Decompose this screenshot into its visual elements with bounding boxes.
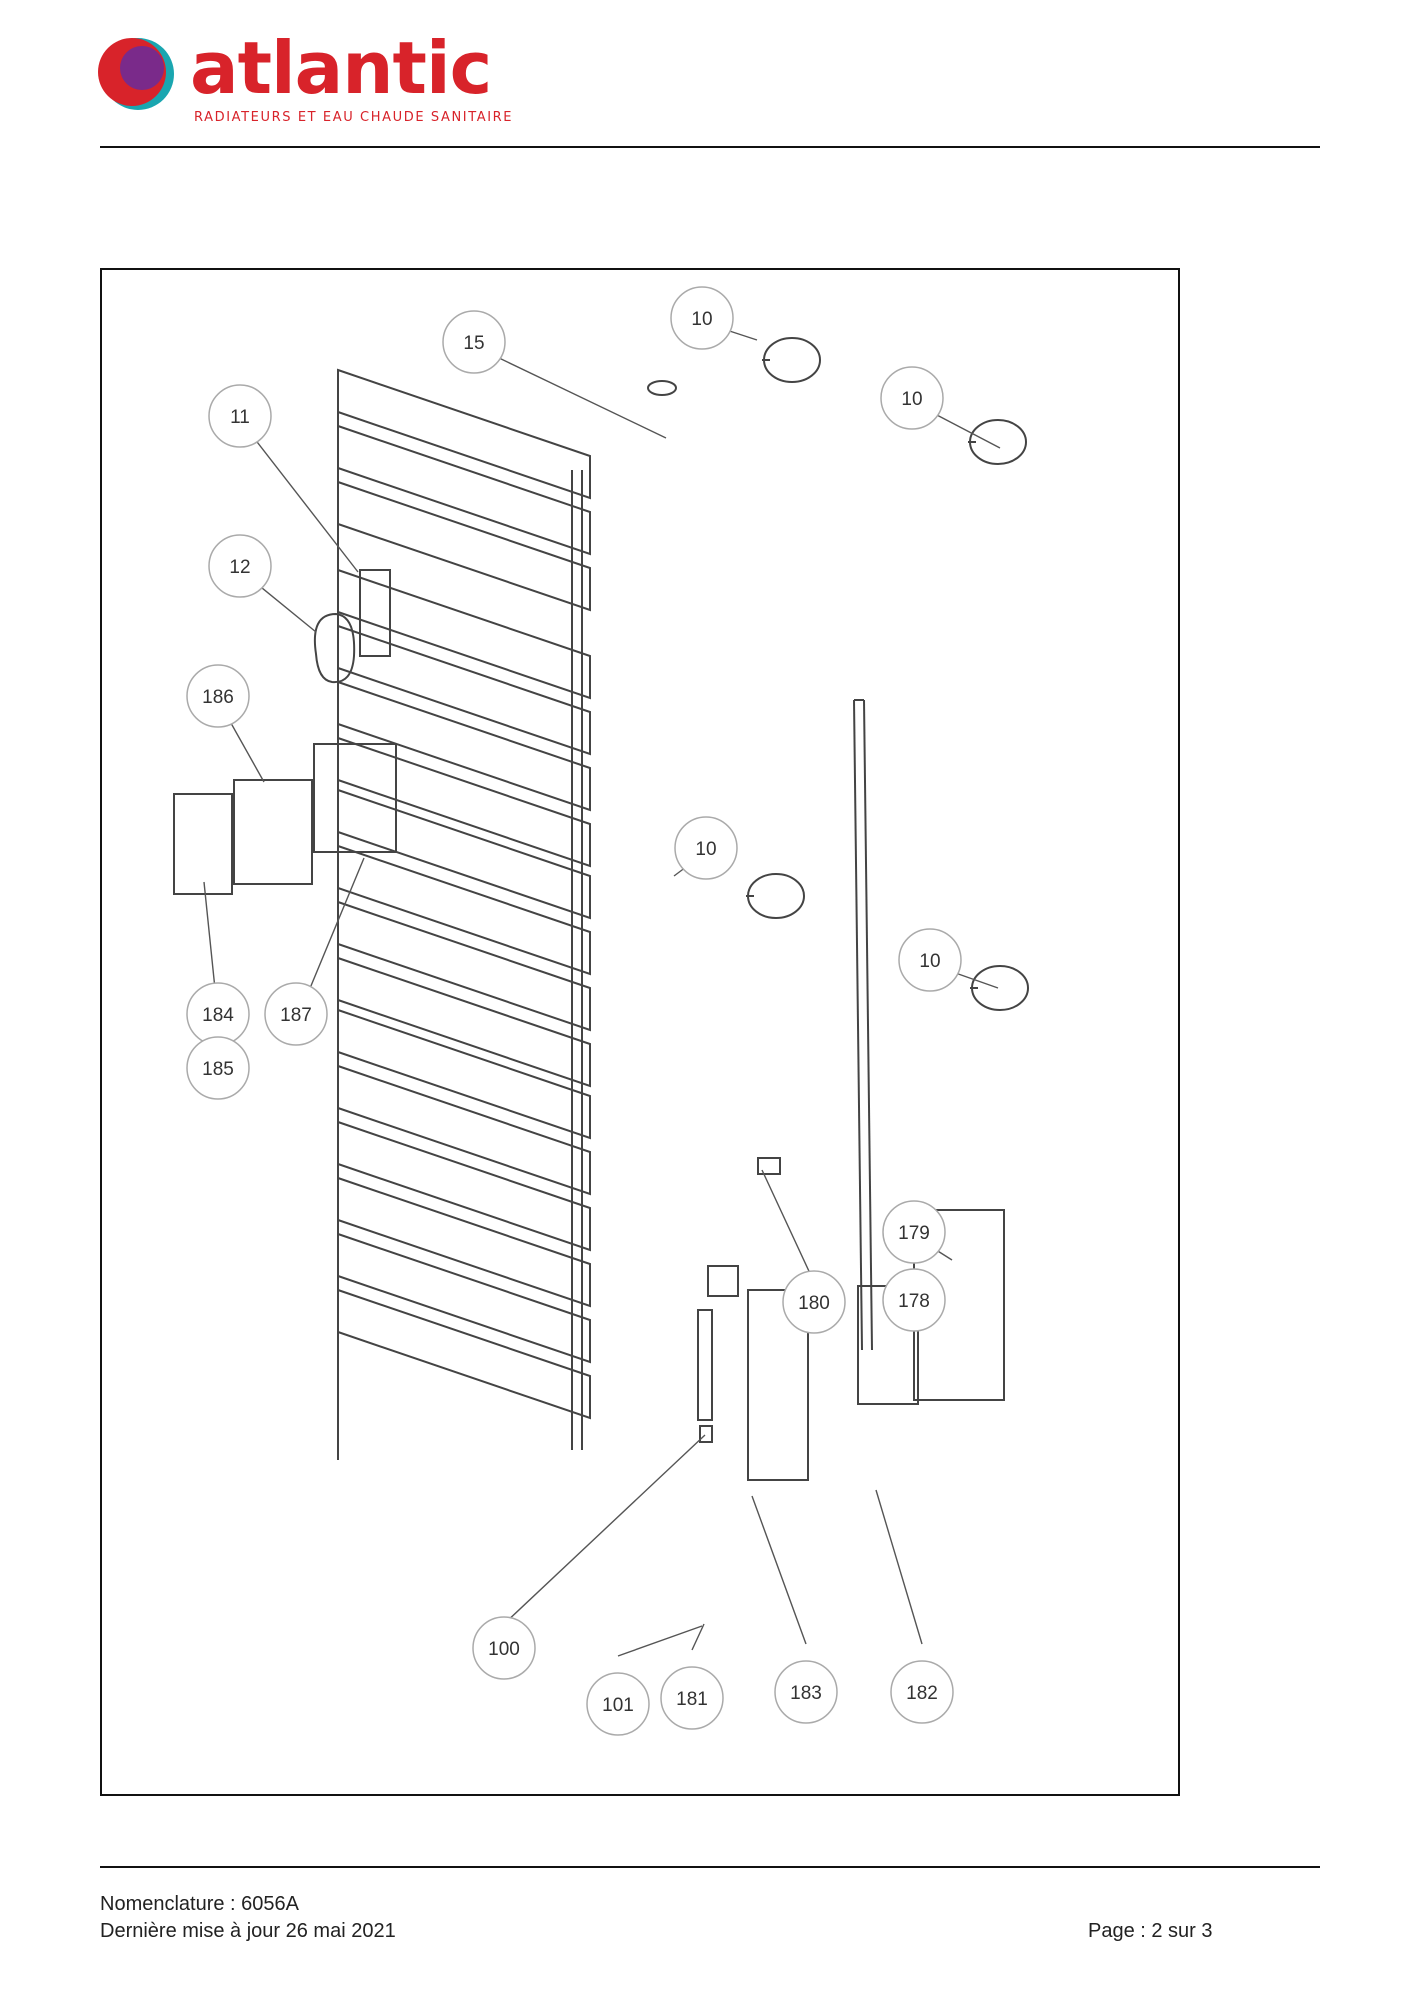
callout-number: 186 [202,687,234,708]
wall-bracket-top-2 [968,419,1027,465]
callout-circle [186,1036,250,1100]
callout-178: 178 [882,1268,946,1332]
callout-number: 10 [919,951,940,972]
vertical-profile-rod [853,699,873,1351]
callout-10: 10 [674,816,738,880]
callout-circle [186,664,250,728]
callout-179: 179 [882,1200,946,1264]
callout-circle [670,286,734,350]
callout-number: 15 [463,333,484,354]
radiator-slats [337,368,591,1420]
radiator-slat [337,480,591,612]
callout-circle [674,816,738,880]
brand-tagline: RADIATEURS ET EAU CHAUDE SANITAIRE [194,110,514,125]
callout-number: 11 [230,407,250,428]
callout-100: 100 [472,1616,536,1680]
callout-12: 12 [208,534,272,598]
callout-number: 10 [695,839,716,860]
footer-divider [100,1866,1320,1868]
callout-10: 10 [670,286,734,350]
top-plug [647,380,677,396]
switch-component [757,1157,781,1175]
callout-number: 100 [488,1639,520,1660]
callout-circle [774,1660,838,1724]
callout-number: 185 [202,1059,234,1080]
callout-number: 187 [280,1005,312,1026]
radiator-slat [337,1232,591,1364]
radiator-slat [337,424,591,556]
header-divider [100,146,1320,148]
towel-hook [314,612,356,684]
radiator-slat [337,568,591,700]
radiator-slat [337,680,591,812]
wall-bracket-mid-2 [970,965,1029,1011]
callout-186: 186 [186,664,250,728]
callout-number: 101 [602,1695,634,1716]
radiator-slat [337,900,591,1032]
brand-name: atlantic [190,26,492,110]
page-number: Page : 2 sur 3 [1088,1920,1213,1942]
callout-187: 187 [264,982,328,1046]
callout-circle [782,1270,846,1334]
element-plug [699,1425,713,1443]
callout-10: 10 [880,366,944,430]
callout-181: 181 [660,1666,724,1730]
radiator-slat [337,1288,591,1420]
callout-circle [890,1660,954,1724]
callout-182: 182 [890,1660,954,1724]
callout-15: 15 [442,310,506,374]
radiator-slat [337,624,591,756]
callout-number: 10 [901,389,922,410]
callout-10: 10 [898,928,962,992]
diagram-canvas: 15 10 10 11 12 186 10 10 184 187 185 179 178 180 100 10… [173,286,1029,1736]
radiator-slat [337,1064,591,1196]
connector-component [707,1265,739,1297]
radiator-slat [337,1176,591,1308]
callout-11: 11 [208,384,272,448]
exploded-view-diagram: 15 10 10 11 12 186 10 10 184 187 185 179 178 180 100 10… [100,268,1180,1796]
callout-180: 180 [782,1270,846,1334]
callout-number: 180 [798,1293,830,1314]
callout-circle [264,982,328,1046]
radiator-slat [337,368,591,500]
logo-mark-icon [98,38,174,110]
callout-number: 182 [906,1683,938,1704]
callout-circle [898,928,962,992]
wall-bracket-top-1 [762,337,821,383]
wall-bracket-mid-1 [746,873,805,919]
callout-circle [442,310,506,374]
callout-circle [472,1616,536,1680]
radiator-slat [337,1120,591,1252]
callout-185: 185 [186,1036,250,1100]
callout-circle [586,1672,650,1736]
callout-number: 183 [790,1683,822,1704]
callout-184: 184 [186,982,250,1046]
atlantic-logo: atlantic RADIATEURS ET EAU CHAUDE SANITA… [98,26,518,130]
radiator-slat [337,844,591,976]
callout-circle [880,366,944,430]
nomenclature-reference: Nomenclature : 6056A [100,1893,300,1915]
callout-labels: 15 10 10 11 12 186 10 10 184 187 185 179 178 180 100 10… [186,286,962,1736]
callout-number: 179 [898,1223,930,1244]
callout-number: 178 [898,1291,930,1312]
callout-number: 10 [691,309,712,330]
callout-leaders [203,321,1001,1657]
callout-number: 184 [202,1005,234,1026]
callout-101: 101 [586,1672,650,1736]
heating-element [697,1309,713,1421]
callout-circle [882,1268,946,1332]
callout-number: 181 [676,1689,708,1710]
callout-circle [882,1200,946,1264]
callout-circle [660,1666,724,1730]
last-update-date: Dernière mise à jour 26 mai 2021 [100,1920,396,1942]
hook-plate [359,569,391,657]
side-panel [747,1289,809,1481]
callout-circle [208,384,272,448]
callout-circle [208,534,272,598]
callout-number: 12 [229,557,250,578]
callout-183: 183 [774,1660,838,1724]
control-frame [233,779,313,885]
control-cover [173,793,233,895]
control-housing [313,743,397,853]
